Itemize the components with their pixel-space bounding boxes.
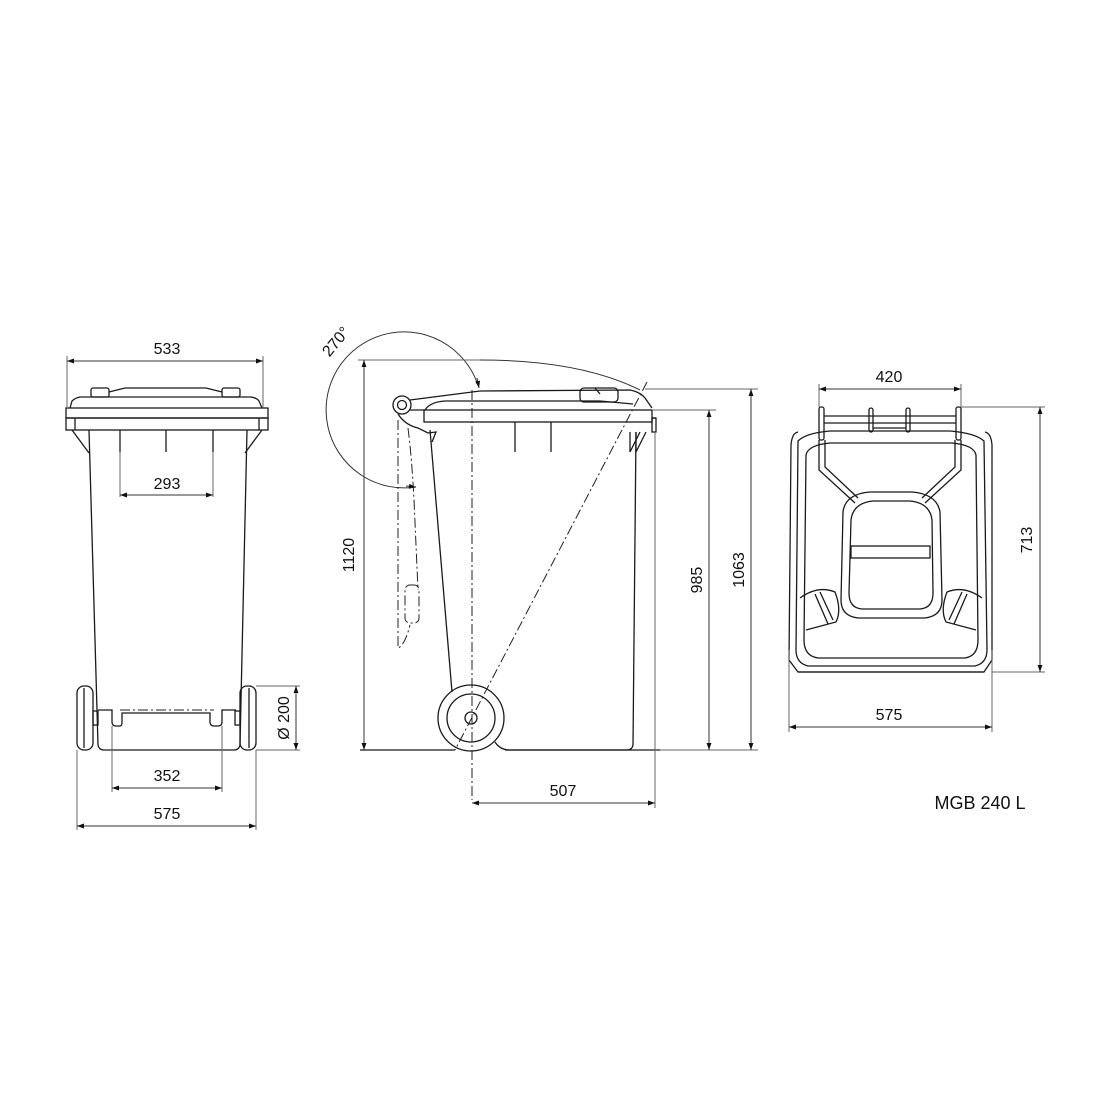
- dim-inner-width: 293: [119, 452, 214, 498]
- top-side-handles: [799, 588, 983, 631]
- left-wheel: [76, 685, 99, 751]
- lid-ribs: [119, 430, 214, 452]
- front-view: 533 293 352 575 Ø 200: [65, 341, 300, 830]
- dim-total-height: 1063: [645, 388, 758, 751]
- side-wheel: [437, 684, 505, 752]
- dim-total-height-open: 1120: [341, 359, 641, 750]
- side-view: 270°: [319, 324, 758, 808]
- side-body-outline: [429, 429, 453, 693]
- open-lid-phantom: [397, 420, 420, 649]
- lid-hinge-knobs: [90, 387, 241, 398]
- drawing-title: MGB 240 L: [934, 793, 1025, 813]
- dim-top-depth: 713: [961, 406, 1045, 673]
- top-hinge: [818, 406, 962, 441]
- top-lid-v: [818, 440, 962, 504]
- dim-label-420: 420: [876, 369, 903, 386]
- top-outer-body: [788, 430, 993, 673]
- dim-overall-width-top: 575: [788, 650, 993, 732]
- dim-body-height: 985: [652, 409, 716, 751]
- dim-depth-side: 507: [472, 432, 656, 808]
- dim-overall-width-front: 575: [76, 750, 257, 830]
- top-handle-plate: [840, 491, 943, 619]
- dim-hinge-width: 420: [818, 369, 962, 407]
- dim-wheel-diameter: Ø 200: [256, 685, 300, 751]
- tip-centerline: [454, 381, 648, 751]
- dim-label-352: 352: [154, 768, 181, 785]
- base-detail: [98, 709, 236, 727]
- dim-label-985: 985: [689, 567, 706, 594]
- dim-label-575-front: 575: [154, 806, 181, 823]
- dim-label-1063: 1063: [731, 552, 748, 588]
- side-lid: [392, 387, 657, 453]
- lid-swing-arc: 270°: [319, 324, 481, 489]
- dim-label-1120: 1120: [341, 538, 358, 573]
- dim-label-wheel-diameter: Ø 200: [276, 696, 293, 740]
- dim-label-533: 533: [154, 341, 181, 358]
- dim-base-width: 352: [111, 726, 223, 792]
- top-view: 420 713 575: [788, 369, 1045, 732]
- right-wheel: [234, 685, 257, 751]
- dim-label-507: 507: [550, 783, 577, 800]
- dim-label-293: 293: [154, 476, 181, 493]
- lid: [65, 396, 269, 431]
- dim-label-713: 713: [1019, 527, 1036, 554]
- dim-top-width: 533: [66, 341, 264, 408]
- dim-label-575-top: 575: [876, 707, 903, 724]
- body-outline: [88, 429, 248, 751]
